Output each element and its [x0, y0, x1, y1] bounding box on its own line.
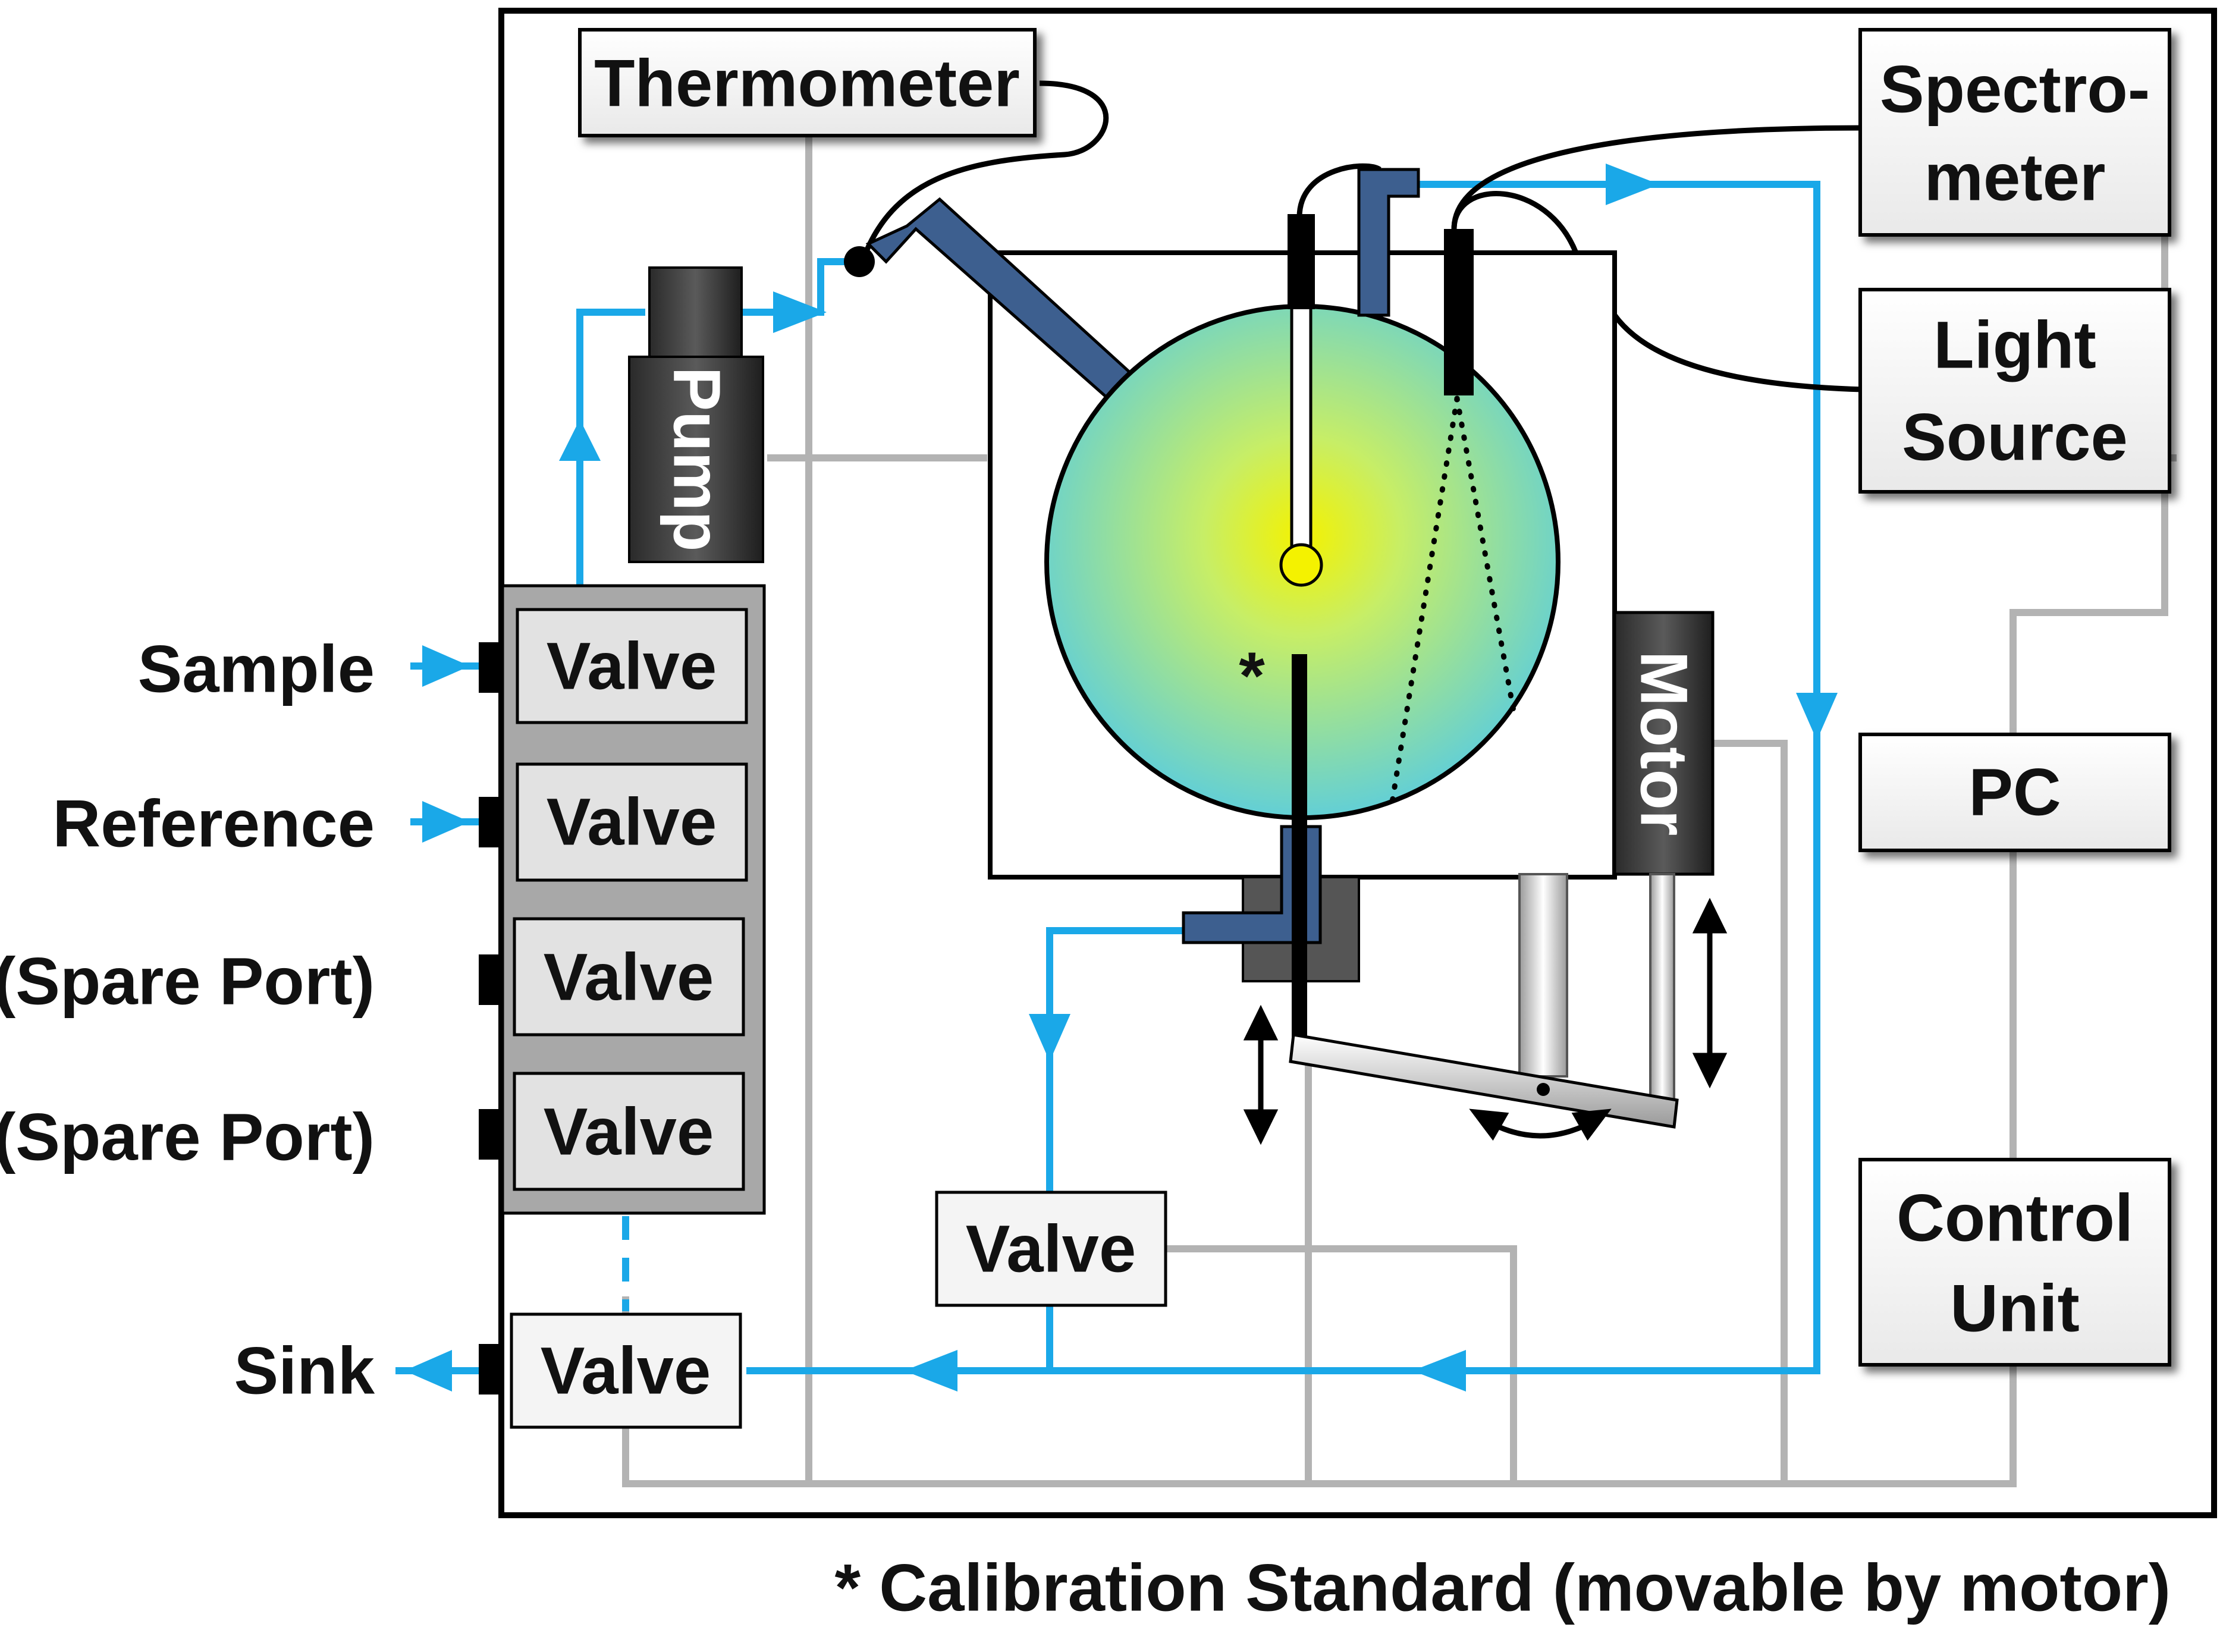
- motor-rod-left: [1518, 873, 1568, 1078]
- thermometer-box: [578, 28, 1037, 137]
- flow-arrow-up: [559, 419, 601, 461]
- light-probe-cap: [1288, 214, 1315, 309]
- calibration-rod-lower: [1292, 827, 1307, 1053]
- port-label-reference: Reference: [52, 787, 375, 861]
- valve-label: Valve: [541, 1334, 711, 1408]
- calibration-marker: *: [1239, 639, 1265, 713]
- flow-arrow-down: [1029, 1014, 1070, 1061]
- footnote: * Calibration Standard (movable by motor…: [834, 1551, 2171, 1625]
- thermometer-probe: [865, 197, 1141, 410]
- control-unit-label-line2: Unit: [1950, 1271, 2080, 1346]
- pc-label: PC: [1968, 755, 2061, 830]
- port-label-sink: Sink: [234, 1334, 375, 1408]
- port-label-spare-2: (Spare Port): [0, 1100, 375, 1174]
- manifold-ports: [479, 642, 503, 1395]
- port-label-sample: Sample: [138, 632, 375, 706]
- spectrometer-label-line2: meter: [1924, 140, 2105, 215]
- control-wiring: [622, 119, 2177, 1487]
- control-unit-label-line1: Control: [1897, 1181, 2133, 1255]
- flow-arrows: [404, 164, 1838, 1392]
- manifold-valve-3[interactable]: Valve: [513, 917, 745, 1037]
- control-unit-box: [1858, 1158, 2171, 1367]
- signal-cables: [859, 80, 1865, 392]
- valve-label: Valve: [966, 1212, 1136, 1286]
- flow-arrow-left: [904, 1350, 957, 1392]
- detector-probe: [1444, 229, 1474, 395]
- outlet-valve[interactable]: Valve: [935, 1191, 1167, 1307]
- manifold-valve-1[interactable]: Valve: [516, 608, 748, 724]
- movement-arrows: [1243, 897, 1728, 1145]
- thermometer-label: Thermometer: [594, 46, 1020, 121]
- valve-label: Valve: [544, 940, 714, 1015]
- lever-bar: [1289, 1033, 1679, 1129]
- light-source-label-line1: Light: [1933, 308, 2096, 382]
- light-emitter: [1279, 543, 1323, 587]
- light-source-label-line2: Source: [1902, 400, 2128, 475]
- manifold-valve-2[interactable]: Valve: [516, 762, 748, 882]
- pump-cap: [648, 266, 743, 370]
- flow-arrow-right: [773, 291, 827, 333]
- motor-label: Motor: [1627, 651, 1701, 836]
- pump-body: [628, 356, 764, 563]
- valve-label: Valve: [547, 785, 717, 859]
- spectrometer-box: [1858, 28, 2171, 237]
- flow-arrow-left: [404, 1350, 452, 1392]
- light-probe-stem: [1290, 278, 1313, 561]
- valve-label: Valve: [547, 629, 717, 703]
- light-source-box: [1858, 288, 2171, 494]
- manifold-valve-4[interactable]: Valve: [513, 1072, 745, 1191]
- flow-arrow-right: [1606, 164, 1659, 205]
- flow-arrow-down: [1796, 693, 1838, 740]
- port-label-spare-1: (Spare Port): [0, 944, 375, 1019]
- detection-cone: [1389, 395, 1516, 809]
- thermometer-junction: [844, 246, 875, 277]
- motor-rod-right: [1649, 873, 1675, 1113]
- spectrometer-label-line1: Spectro-: [1880, 52, 2150, 127]
- bottom-outlet-tube: [1182, 825, 1322, 944]
- flow-arrow-right: [422, 645, 470, 687]
- pc-box: [1858, 733, 2171, 852]
- flow-arrow-left: [1412, 1350, 1466, 1392]
- valve-label: Valve: [544, 1095, 714, 1169]
- flow-arrow-right: [422, 801, 470, 843]
- lever-pivot: [1537, 1083, 1550, 1096]
- outlet-tube: [1357, 168, 1420, 317]
- pump-label: Pump: [660, 366, 734, 551]
- sink-valve[interactable]: Valve: [510, 1312, 742, 1429]
